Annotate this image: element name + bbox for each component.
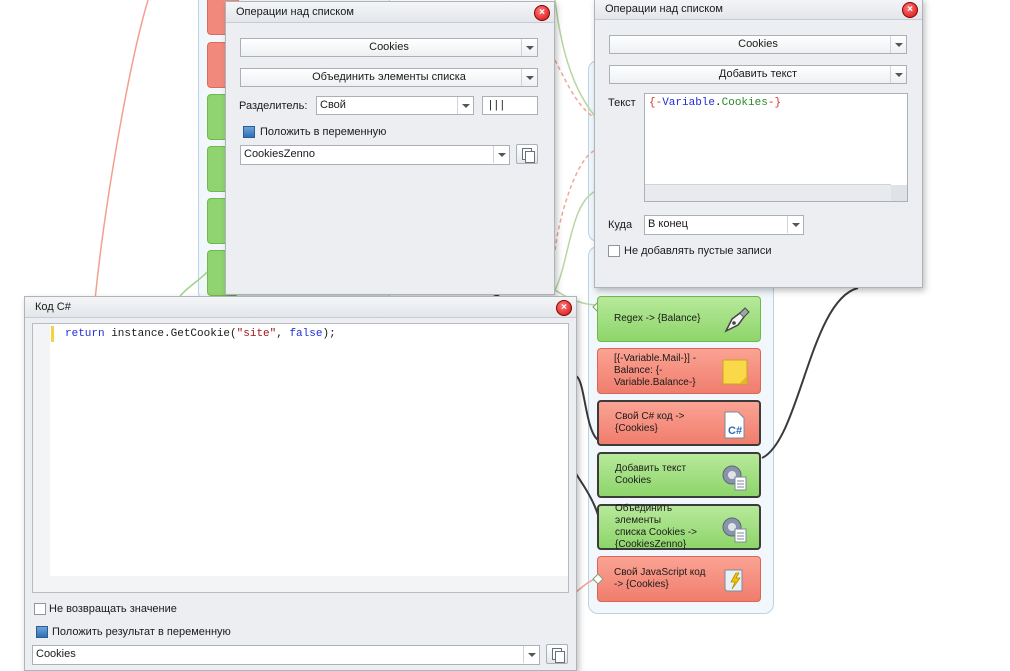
dialog-title: Операции над списком [236, 6, 354, 18]
gear-document-icon [719, 514, 749, 544]
put-result-checkbox[interactable] [36, 626, 48, 638]
text-label: Текст [608, 97, 636, 109]
editor-gutter-marker [51, 326, 54, 342]
workflow-node[interactable]: Объединить элементы списка Cookies -> {C… [597, 503, 761, 550]
copy-icon[interactable] [516, 144, 538, 164]
copy-icon[interactable] [546, 644, 568, 664]
editor-bottom-margin [33, 576, 568, 592]
result-variable-select[interactable]: Cookies [32, 645, 540, 665]
chevron-down-icon[interactable] [890, 66, 906, 83]
workflow-node-label: Свой C# код -> {Cookies} [615, 411, 685, 434]
skip-empty-checkbox[interactable] [608, 245, 620, 257]
separator-label: Разделитель: [239, 100, 308, 112]
horizontal-scrollbar[interactable] [645, 184, 891, 201]
workflow-node-label: Объединить элементы списка Cookies -> {C… [615, 503, 698, 550]
chevron-down-icon[interactable] [890, 36, 906, 53]
operation-select-value: Добавить текст [718, 68, 798, 80]
workflow-node-label: Добавить текст Cookies [615, 463, 687, 486]
code-line-1: return instance.GetCookie("site", false)… [65, 328, 336, 340]
text-input-area[interactable]: {-Variable.Cookies-} [644, 93, 908, 202]
where-select-value: В конец [648, 218, 688, 230]
list-operations-dialog-left: Операции над списком × Cookies Объединит… [225, 1, 555, 295]
script-scroll-icon [720, 565, 750, 595]
separator-select[interactable]: Свой [316, 96, 474, 115]
chevron-down-icon[interactable] [457, 97, 473, 114]
chevron-down-icon[interactable] [521, 69, 537, 86]
svg-text:C#: C# [728, 425, 742, 437]
dialog-title: Операции над списком [605, 3, 723, 15]
put-result-label: Положить результат в переменную [52, 626, 231, 638]
chevron-down-icon[interactable] [521, 39, 537, 56]
workflow-node-label: Свой JavaScript код -> {Cookies} [614, 567, 706, 590]
code-editor[interactable]: return instance.GetCookie("site", false)… [32, 323, 569, 593]
where-select[interactable]: В конец [644, 215, 804, 235]
dialog-title-bar[interactable]: Код C# × [25, 297, 576, 318]
separator-select-value: Свой [320, 99, 346, 111]
chevron-down-icon[interactable] [787, 216, 803, 233]
pen-nib-icon [720, 305, 750, 335]
scrollbar-corner [891, 185, 907, 201]
no-return-label: Не возвращать значение [49, 603, 177, 615]
workflow-node[interactable]: Regex -> {Balance} [597, 296, 761, 342]
result-variable-value: Cookies [36, 648, 76, 660]
variable-select[interactable]: CookiesZenno [240, 145, 510, 165]
separator-custom-field[interactable]: | | | [482, 96, 538, 115]
dialog-title-bar[interactable]: Операции над списком × [595, 0, 922, 20]
workflow-node[interactable]: [{-Variable.Mail-}] - Balance: {- Variab… [597, 348, 761, 394]
skip-empty-label: Не добавлять пустые записи [624, 245, 772, 257]
dialog-title-bar[interactable]: Операции над списком × [226, 2, 554, 23]
separator-custom-value: | | | [489, 99, 504, 111]
dialog-title: Код C# [35, 301, 71, 313]
workflow-node[interactable]: Добавить текст Cookies [597, 452, 761, 498]
close-icon[interactable]: × [556, 300, 572, 316]
list-select[interactable]: Cookies [240, 38, 538, 57]
workflow-node[interactable]: Свой JavaScript код -> {Cookies} [597, 556, 761, 602]
workflow-node[interactable]: Свой C# код -> {Cookies} C# [597, 400, 761, 446]
list-select[interactable]: Cookies [609, 35, 907, 54]
operation-select[interactable]: Добавить текст [609, 65, 907, 84]
variable-select-value: CookiesZenno [244, 148, 315, 160]
csharp-code-dialog: Код C# × return instance.GetCookie("site… [24, 296, 577, 671]
operation-select[interactable]: Объединить элементы списка [240, 68, 538, 87]
put-to-variable-label: Положить в переменную [260, 126, 387, 138]
chevron-down-icon[interactable] [523, 646, 539, 663]
operation-select-value: Объединить элементы списка [312, 71, 466, 83]
close-icon[interactable]: × [902, 2, 918, 18]
gear-document-icon [719, 462, 749, 492]
chevron-down-icon[interactable] [493, 146, 509, 163]
text-input-value: {-Variable.Cookies-} [649, 97, 782, 109]
sticky-note-icon [720, 357, 750, 387]
no-return-checkbox[interactable] [34, 603, 46, 615]
close-icon[interactable]: × [534, 5, 550, 21]
csharp-file-icon: C# [719, 410, 749, 440]
editor-left-margin [33, 324, 50, 592]
put-to-variable-checkbox[interactable] [243, 126, 255, 138]
list-operations-dialog-right: Операции над списком × Cookies Добавить … [594, 0, 923, 288]
list-select-value: Cookies [738, 38, 778, 50]
list-select-value: Cookies [369, 41, 409, 53]
where-label: Куда [608, 219, 633, 231]
workflow-node-label: [{-Variable.Mail-}] - Balance: {- Variab… [614, 353, 697, 388]
workflow-node-label: Regex -> {Balance} [614, 313, 701, 324]
